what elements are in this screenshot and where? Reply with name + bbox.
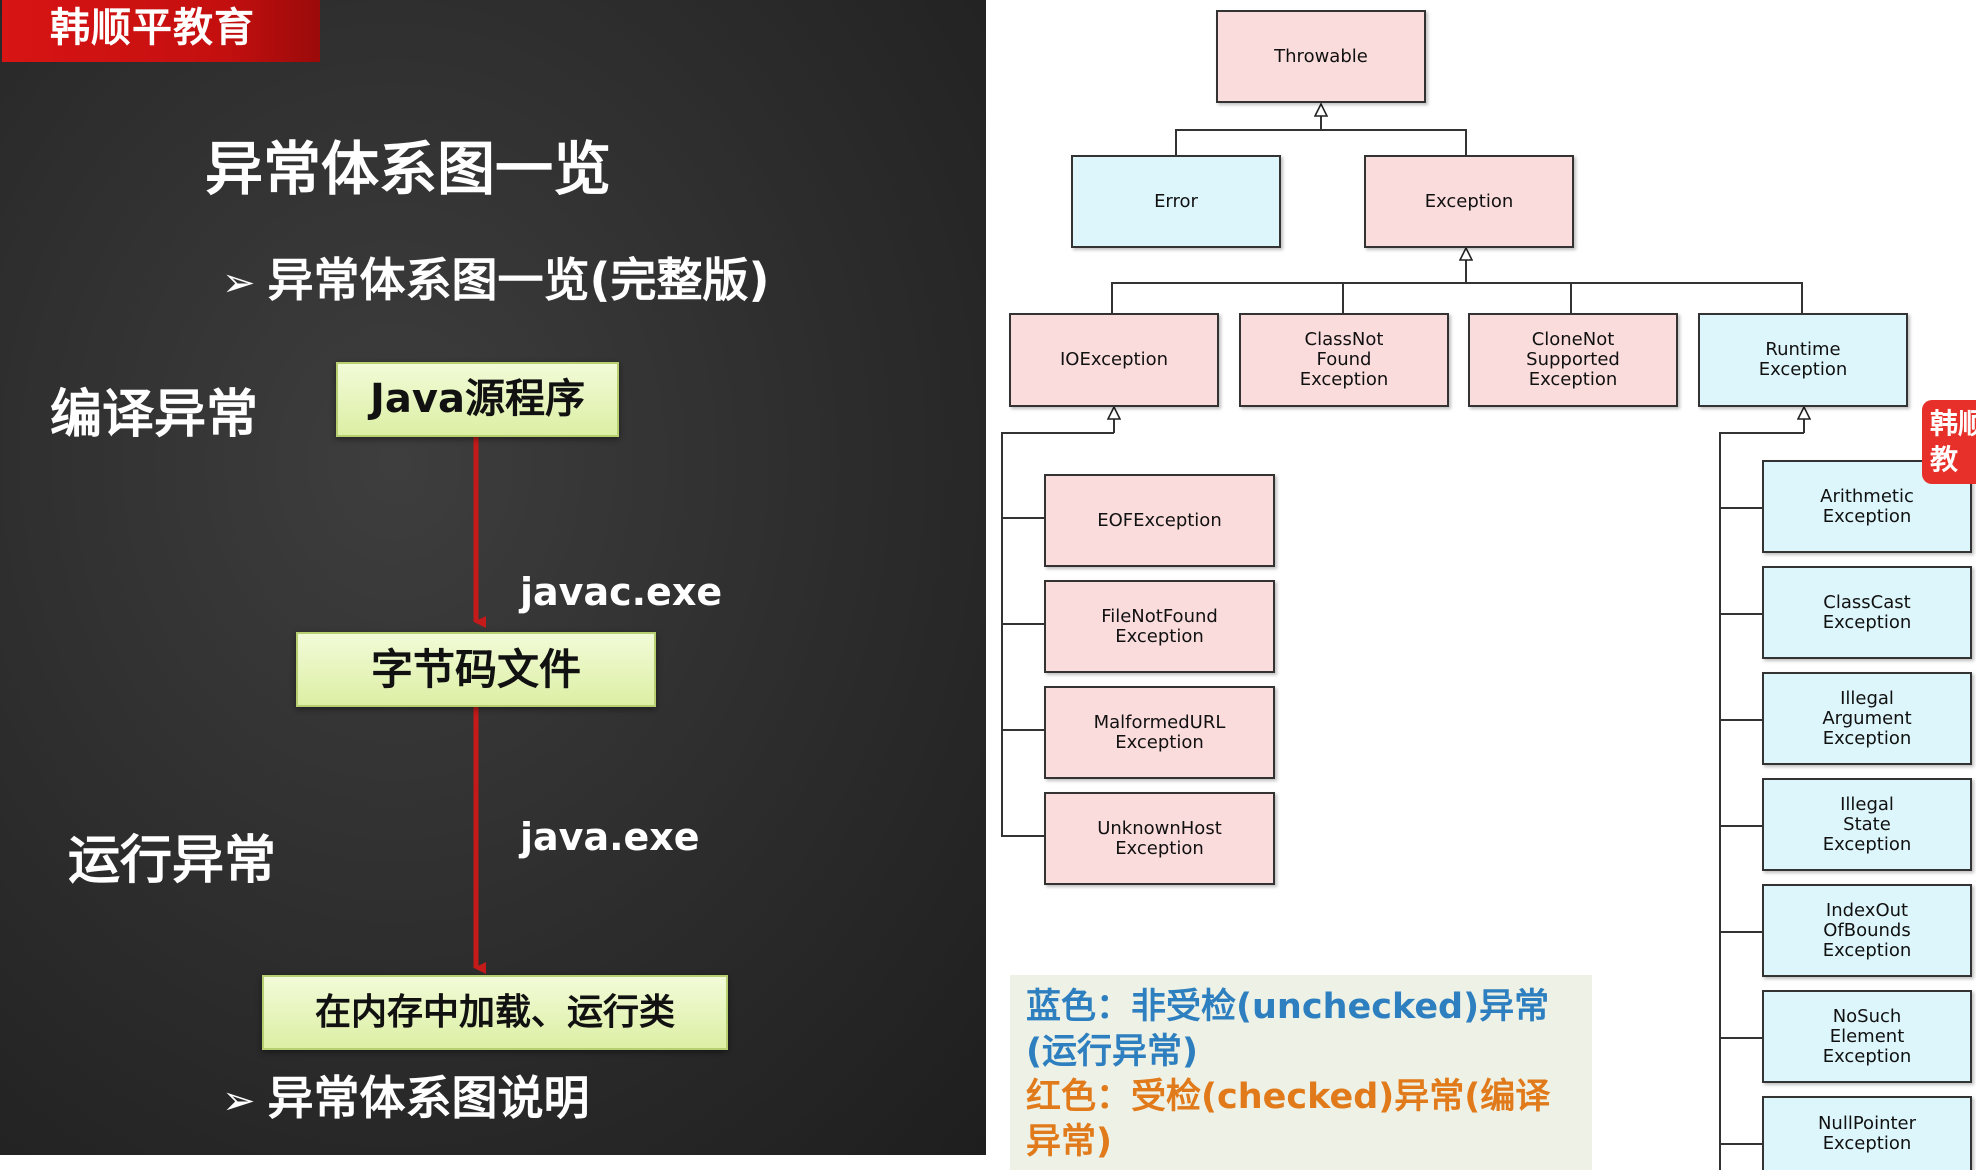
bullet-diagram-explanation: ➢异常体系图说明: [222, 1062, 590, 1128]
color-legend: 蓝色：非受检(unchecked)异常(运行异常) 红色：受检(checked)…: [1010, 975, 1592, 1170]
edge-ioexception: [1001, 432, 1114, 837]
slide-title: 异常体系图一览: [205, 135, 612, 203]
node-arithmetic: Arithmetic Exception: [1762, 460, 1972, 553]
legend-unchecked: 蓝色：非受检(unchecked)异常(运行异常): [1026, 987, 1550, 1072]
slide-panel: 韩顺平教育 异常体系图一览 ➢异常体系图一览(完整版) 编译异常 运行异常 Ja…: [0, 0, 986, 1155]
node-illegalargument: Illegal Argument Exception: [1762, 672, 1972, 765]
brand-logo: 韩顺平教育: [2, 0, 320, 62]
bullet-diagram-explanation-text: 异常体系图说明: [267, 1071, 590, 1125]
node-classcast: ClassCast Exception: [1762, 566, 1972, 659]
node-throwable: Throwable: [1216, 10, 1426, 103]
node-runtime: Runtime Exception: [1698, 313, 1908, 407]
node-error: Error: [1071, 155, 1281, 248]
node-ioexception: IOException: [1009, 313, 1219, 407]
bullet-full-diagram: ➢异常体系图一览(完整版): [222, 244, 770, 310]
load-run-box: 在内存中加载、运行类: [262, 975, 728, 1050]
runtime-exception-label: 运行异常: [68, 831, 277, 891]
edge-runtime: [1719, 432, 1804, 1170]
node-filenotfound: FileNotFound Exception: [1044, 580, 1275, 673]
node-eof: EOFException: [1044, 474, 1275, 567]
edge-error-exception-bus: [1175, 129, 1467, 155]
node-classnotfound: ClassNot Found Exception: [1239, 313, 1449, 407]
compile-exception-label: 编译异常: [50, 385, 259, 445]
node-nullpointer: NullPointer Exception: [1762, 1096, 1972, 1170]
exception-hierarchy-diagram: Throwable Error Exception IOException Cl…: [986, 0, 1976, 1170]
bullet-full-diagram-text: 异常体系图一览(完整版): [267, 253, 770, 307]
node-clonenotsupported: CloneNot Supported Exception: [1468, 313, 1678, 407]
node-exception: Exception: [1364, 155, 1574, 248]
node-indexoutofbounds: IndexOut OfBounds Exception: [1762, 884, 1972, 977]
javac-label: javac.exe: [520, 570, 723, 614]
flow-arrows: [473, 437, 486, 974]
bullet-arrow-icon: ➢: [222, 260, 256, 306]
java-source-box: Java源程序: [336, 362, 619, 437]
bullet-arrow-icon: ➢: [222, 1078, 256, 1124]
node-malformedurl: MalformedURL Exception: [1044, 686, 1275, 779]
brand-stamp: 韩顺 教: [1922, 400, 1976, 484]
java-exe-label: java.exe: [520, 815, 700, 859]
node-nosuchelement: NoSuch Element Exception: [1762, 990, 1972, 1083]
bytecode-box: 字节码文件: [296, 632, 656, 707]
node-unknownhost: UnknownHost Exception: [1044, 792, 1275, 885]
node-illegalstate: Illegal State Exception: [1762, 778, 1972, 871]
legend-checked: 红色：受检(checked)异常(编译异常): [1026, 1077, 1551, 1162]
tree-connectors: [1001, 0, 1976, 1170]
edge-exception-bus: [1111, 282, 1803, 313]
